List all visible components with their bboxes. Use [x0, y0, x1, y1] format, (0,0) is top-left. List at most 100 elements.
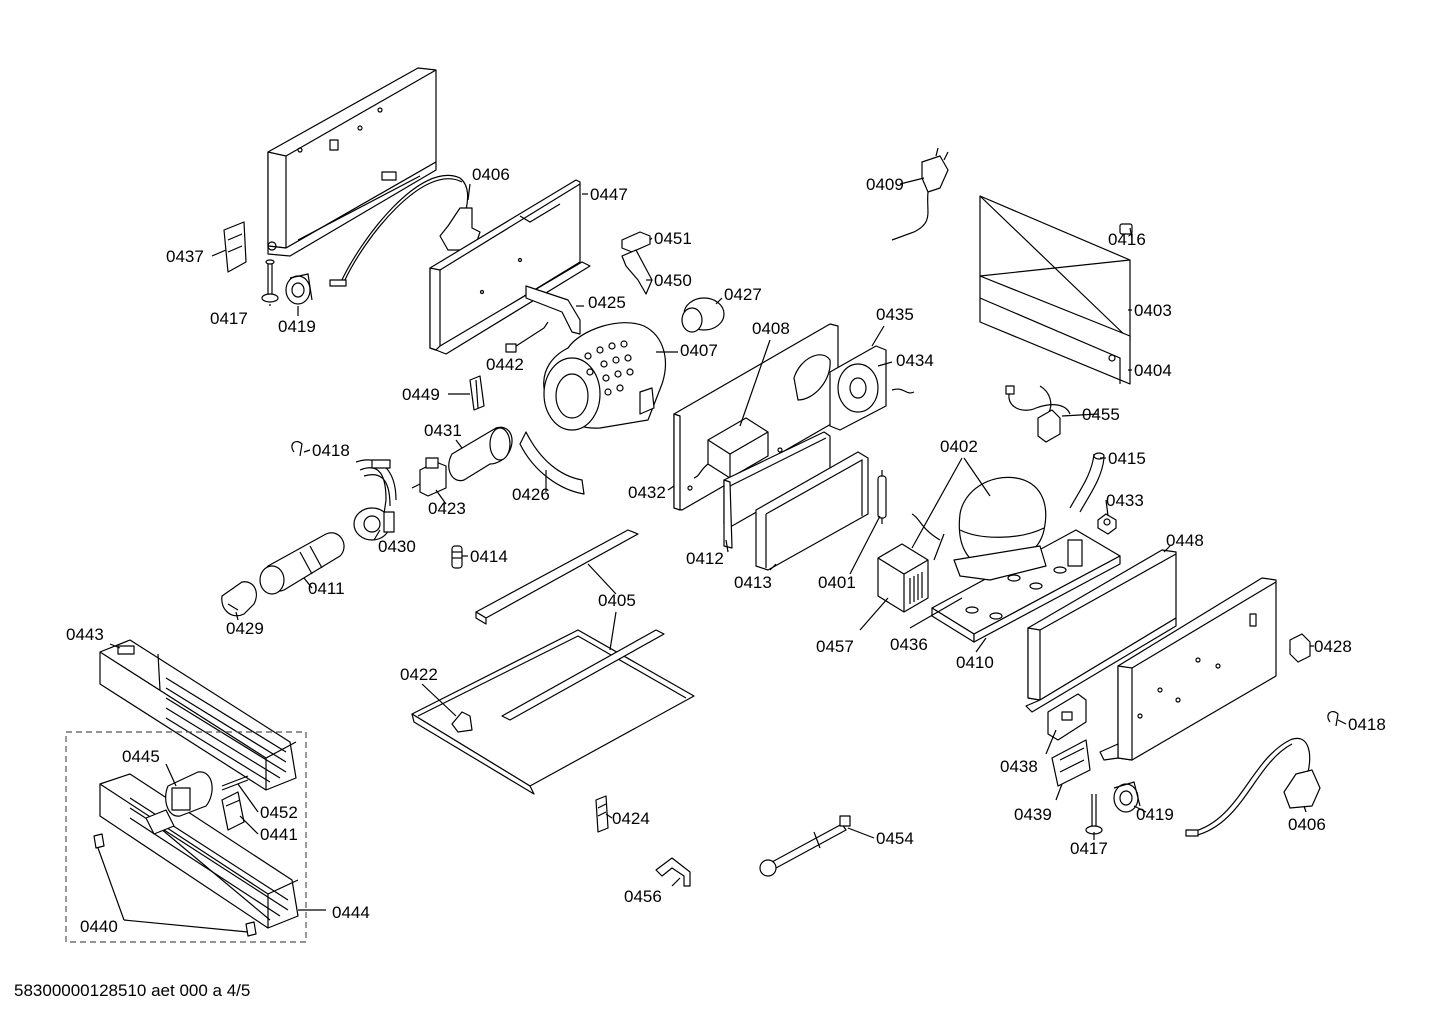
- hose-0415[interactable]: [1069, 452, 1105, 513]
- label-0439: 0439: [1014, 805, 1052, 824]
- motor-0430[interactable]: [353, 459, 397, 541]
- bracket-0438[interactable]: [1047, 693, 1087, 741]
- part-0451[interactable]: [621, 231, 651, 253]
- panel-0447[interactable]: [429, 179, 591, 355]
- label-0442: 0442: [486, 355, 524, 374]
- footer-document-id: 58300000128510 aet 000 a 4/5: [14, 981, 251, 1000]
- box-0457[interactable]: [877, 543, 929, 613]
- label-0449: 0449: [402, 385, 440, 404]
- bracket-0439[interactable]: [1051, 739, 1091, 787]
- screw-0417-right[interactable]: [1085, 794, 1103, 835]
- grille-0443[interactable]: [99, 639, 297, 791]
- rail-0405[interactable]: [475, 529, 639, 625]
- label-0415: 0415: [1108, 449, 1146, 468]
- label-0417-right: 0417: [1070, 839, 1108, 858]
- panel-0404[interactable]: [979, 275, 1131, 385]
- compressor-0402[interactable]: [911, 476, 1047, 581]
- label-0457: 0457: [816, 637, 854, 656]
- bracket-0456[interactable]: [655, 857, 691, 887]
- fan-0434[interactable]: [829, 345, 915, 431]
- fan-0411[interactable]: [259, 532, 345, 595]
- bracket-0426[interactable]: [519, 431, 585, 495]
- label-0427: 0427: [724, 285, 762, 304]
- label-0450: 0450: [654, 271, 692, 290]
- label-0410: 0410: [956, 653, 994, 672]
- bracket-0425[interactable]: [525, 285, 581, 335]
- part-0412[interactable]: [723, 431, 831, 549]
- base-0410[interactable]: [931, 529, 1121, 643]
- label-0425: 0425: [588, 293, 626, 312]
- part-0450[interactable]: [621, 249, 653, 295]
- label-0435: 0435: [876, 305, 914, 324]
- label-0412: 0412: [686, 549, 724, 568]
- label-0418-left: 0418: [312, 441, 350, 460]
- screw-0417-left[interactable]: [261, 259, 279, 303]
- plug-0409[interactable]: [891, 147, 949, 241]
- label-0416: 0416: [1108, 230, 1146, 249]
- cover-0413[interactable]: [755, 451, 869, 571]
- label-0407: 0407: [680, 341, 718, 360]
- part-0441[interactable]: [221, 791, 245, 831]
- label-0430: 0430: [378, 537, 416, 556]
- label-0402: 0402: [940, 437, 978, 456]
- transformer-0408[interactable]: [693, 417, 769, 479]
- label-0418-right: 0418: [1348, 715, 1386, 734]
- leader-lines: [97, 177, 1347, 933]
- label-0428: 0428: [1314, 637, 1352, 656]
- clip-0449[interactable]: [469, 375, 485, 411]
- power-cord-right[interactable]: [1185, 737, 1321, 837]
- wheel-0419-right[interactable]: [1113, 781, 1141, 813]
- label-0401: 0401: [818, 573, 856, 592]
- label-0434: 0434: [896, 351, 934, 370]
- pad-0440[interactable]: [93, 833, 257, 937]
- label-0424: 0424: [612, 809, 650, 828]
- label-0431: 0431: [424, 421, 462, 440]
- clip-0418-left[interactable]: [291, 440, 303, 457]
- label-0451: 0451: [654, 229, 692, 248]
- label-0436: 0436: [890, 635, 928, 654]
- part-0452[interactable]: [221, 775, 249, 791]
- label-0429: 0429: [226, 619, 264, 638]
- blower-0407[interactable]: [543, 322, 666, 431]
- label-0432: 0432: [628, 483, 666, 502]
- label-0423: 0423: [428, 499, 466, 518]
- knob-0429[interactable]: [221, 581, 257, 617]
- label-0443: 0443: [66, 625, 104, 644]
- label-0408: 0408: [752, 319, 790, 338]
- assembly-box-0444: [65, 731, 307, 943]
- part-0445[interactable]: [165, 771, 213, 817]
- capacitor-0431[interactable]: [448, 426, 513, 482]
- clip-0428[interactable]: [1289, 633, 1311, 663]
- cable-0442[interactable]: [505, 321, 549, 353]
- part-0424[interactable]: [595, 795, 609, 833]
- label-0455: 0455: [1082, 405, 1120, 424]
- bracket-0437[interactable]: [223, 221, 247, 273]
- wheel-0419-left[interactable]: [285, 273, 313, 305]
- nut-0433[interactable]: [1097, 513, 1117, 535]
- back-panel-right[interactable]: [1099, 577, 1277, 761]
- panel-0448[interactable]: [1025, 549, 1177, 713]
- label-0409: 0409: [866, 175, 904, 194]
- filter-0401[interactable]: [877, 470, 887, 524]
- back-panel-left[interactable]: [267, 67, 437, 257]
- label-0414: 0414: [470, 547, 508, 566]
- label-0447: 0447: [590, 185, 628, 204]
- part-0427[interactable]: [681, 297, 725, 333]
- grille-0444[interactable]: [99, 773, 299, 929]
- peg-0414[interactable]: [451, 545, 463, 569]
- label-0406-right: 0406: [1288, 815, 1326, 834]
- part-0416[interactable]: [1119, 223, 1133, 235]
- tray-0422[interactable]: [411, 629, 695, 795]
- clip-0418-right[interactable]: [1327, 710, 1339, 727]
- label-0419-right: 0419: [1136, 805, 1174, 824]
- tube-0454[interactable]: [759, 815, 851, 877]
- label-0406-top: 0406: [472, 165, 510, 184]
- label-0444: 0444: [332, 903, 370, 922]
- label-0433: 0433: [1106, 491, 1144, 510]
- label-0437: 0437: [166, 247, 204, 266]
- valve-0423[interactable]: [411, 457, 447, 497]
- label-0456: 0456: [624, 887, 662, 906]
- relay-0455[interactable]: [1005, 385, 1071, 443]
- label-0438: 0438: [1000, 757, 1038, 776]
